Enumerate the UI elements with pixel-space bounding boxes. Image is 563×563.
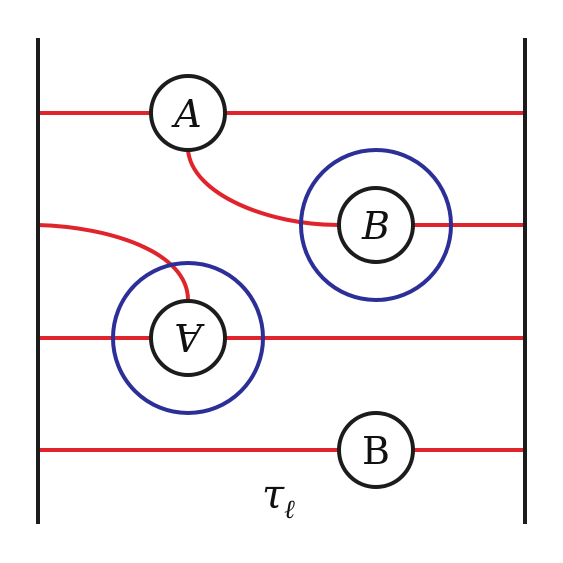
node-rotated-a: A [149,299,227,377]
halo-rotated-a [111,261,265,415]
diagram-caption: τ ℓ [262,472,295,525]
caption-symbol: τ [262,472,285,518]
halo-rings [111,148,453,415]
node-rotated-a-label: A [174,315,204,359]
node-lower-b-ring [337,411,415,489]
strand-arc-left-to-rotated-a [37,223,190,301]
halo-upper-b [299,148,453,302]
strand-arc-a-to-b [186,149,339,227]
node-top-a: A [149,74,227,152]
boundary-walls [36,38,527,524]
node-upper-b-label: B [361,204,390,248]
node-group: A B A B [149,74,415,489]
node-top-a-ring [149,74,227,152]
caption-subscript: ℓ [284,495,295,525]
node-lower-b-label: B [362,429,390,473]
node-lower-b: B [337,411,415,489]
node-upper-b-ring [337,186,415,264]
node-rotated-a-ring [149,299,227,377]
node-top-a-label: A [171,92,201,136]
node-upper-b: B [337,186,415,264]
strand-lines [37,111,525,452]
